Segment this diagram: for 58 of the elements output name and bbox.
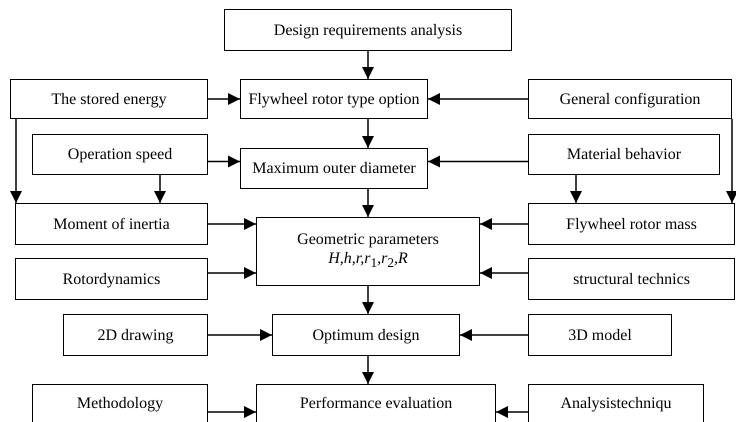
box-label: structural technics bbox=[573, 270, 690, 288]
box-label: Material behavior bbox=[566, 145, 682, 164]
arrow bbox=[10, 119, 22, 203]
arrow bbox=[428, 156, 528, 168]
process-box bbox=[32, 134, 208, 175]
process-box bbox=[256, 384, 496, 422]
arrow bbox=[570, 175, 582, 203]
arrow bbox=[726, 119, 736, 203]
process-box bbox=[272, 314, 460, 356]
box-label: Optimum design bbox=[312, 326, 420, 344]
process-box bbox=[528, 384, 704, 422]
process-box bbox=[256, 217, 480, 286]
process-box bbox=[528, 134, 720, 175]
process-box bbox=[528, 203, 735, 245]
box-label: Performance evaluation bbox=[300, 394, 452, 413]
arrow bbox=[154, 175, 166, 203]
arrow bbox=[496, 406, 528, 418]
arrow bbox=[208, 93, 240, 105]
box-label: Flywheel rotor mass bbox=[566, 214, 697, 234]
process-box bbox=[15, 203, 208, 245]
arrow bbox=[480, 267, 528, 279]
arrow bbox=[480, 218, 528, 230]
arrow bbox=[208, 156, 240, 168]
box-label: Methodology bbox=[76, 394, 164, 413]
box-label: Maximum outer diameter bbox=[252, 159, 416, 178]
process-box bbox=[63, 314, 208, 356]
box-label: The stored energy bbox=[51, 90, 167, 108]
arrow bbox=[362, 356, 374, 384]
box-label: Design requirements analysis bbox=[274, 20, 462, 40]
box-label: General configuration bbox=[560, 90, 700, 108]
process-box bbox=[32, 384, 208, 422]
box-label: 3D model bbox=[568, 326, 632, 344]
box-label: 2D drawing bbox=[98, 326, 174, 344]
arrow bbox=[208, 329, 272, 341]
parameter-list: H,h,r,r$_{1}$,r$_{2}$,R bbox=[328, 249, 408, 273]
arrow bbox=[460, 329, 528, 341]
box-label: Geometric parameters bbox=[297, 230, 439, 250]
process-box bbox=[10, 79, 208, 119]
box-label: Moment of inertia bbox=[53, 214, 170, 234]
box-label: Analysistechniqu bbox=[560, 394, 672, 413]
arrow bbox=[208, 406, 256, 418]
arrow bbox=[362, 286, 374, 314]
process-box bbox=[240, 79, 428, 119]
box-label: Rotordynamics bbox=[62, 270, 160, 288]
process-box bbox=[528, 258, 735, 300]
arrow bbox=[362, 189, 374, 217]
box-label: Flywheel rotor type option bbox=[248, 90, 420, 108]
process-box bbox=[240, 148, 428, 189]
process-box bbox=[224, 9, 512, 51]
arrow bbox=[428, 93, 528, 105]
arrow bbox=[362, 51, 374, 79]
process-box bbox=[528, 314, 672, 356]
arrow bbox=[362, 119, 374, 148]
process-box bbox=[15, 258, 208, 300]
process-box bbox=[528, 79, 732, 119]
arrow bbox=[208, 218, 256, 230]
box-label: Operation speed bbox=[68, 145, 172, 164]
arrow bbox=[208, 267, 256, 279]
